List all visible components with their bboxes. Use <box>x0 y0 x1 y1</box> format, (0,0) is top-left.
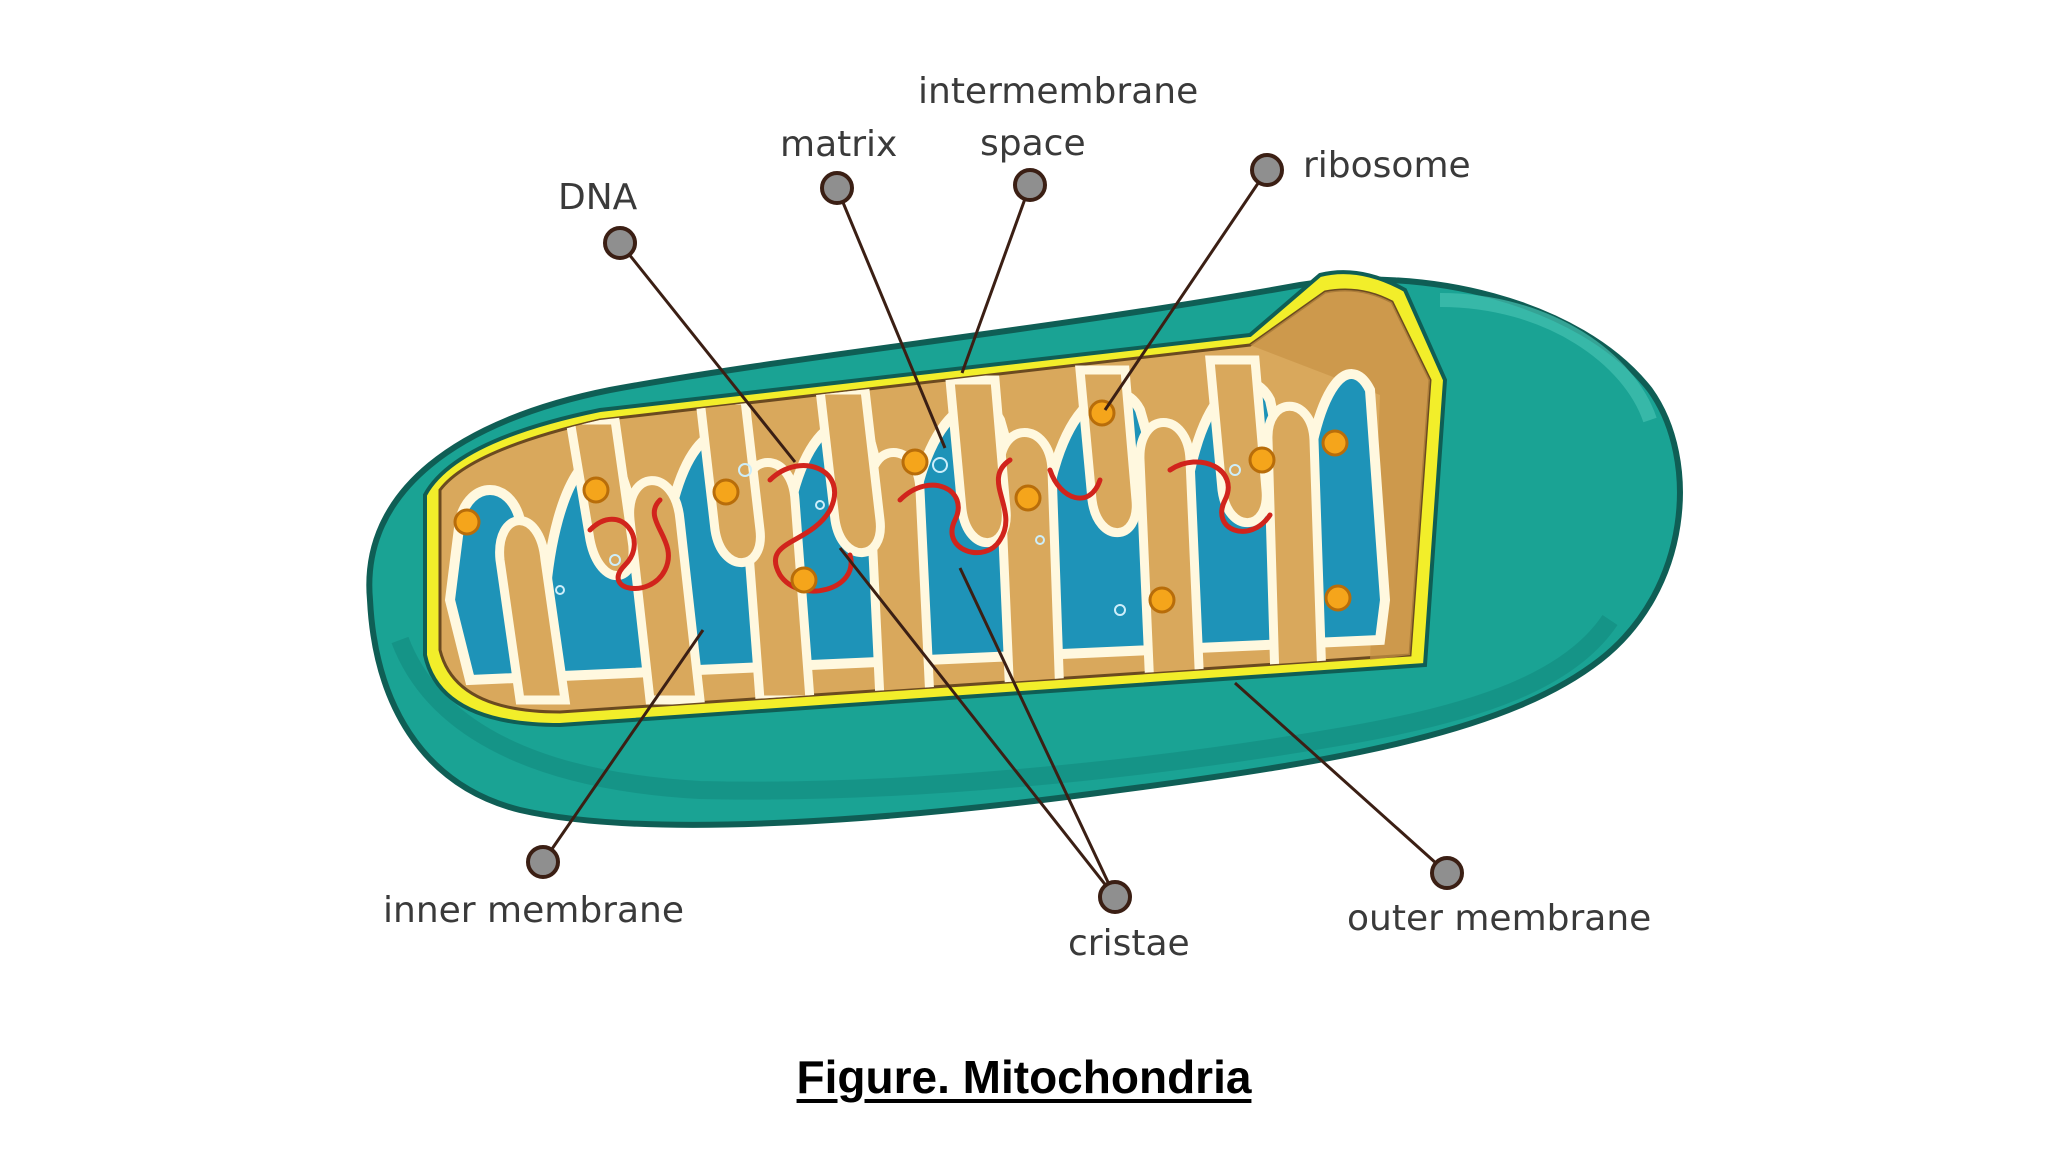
dna-callout-dot <box>603 226 637 260</box>
label-cristae: cristae <box>1068 923 1190 964</box>
label-intermembrane-line2: space <box>980 123 1086 164</box>
label-ribosome: ribosome <box>1303 145 1471 186</box>
label-dna: DNA <box>558 177 638 218</box>
label-inner-membrane: inner membrane <box>383 890 684 931</box>
ribosome-callout-dot <box>1250 153 1284 187</box>
matrix-region <box>444 355 1391 705</box>
label-outer-membrane: outer membrane <box>1347 898 1651 939</box>
label-intermembrane-line1: intermembrane <box>918 71 1198 112</box>
figure-caption: Figure. Mitochondria <box>796 1051 1252 1103</box>
callout-lines <box>541 169 1449 898</box>
inner-membrane-callout-dot <box>526 845 560 879</box>
label-matrix: matrix <box>780 124 897 165</box>
matrix-callout-dot <box>820 171 854 205</box>
intermembrane-callout-dot <box>1013 168 1047 202</box>
outer-membrane-callout-dot <box>1430 856 1464 890</box>
cristae-callout-dot <box>1098 880 1132 914</box>
